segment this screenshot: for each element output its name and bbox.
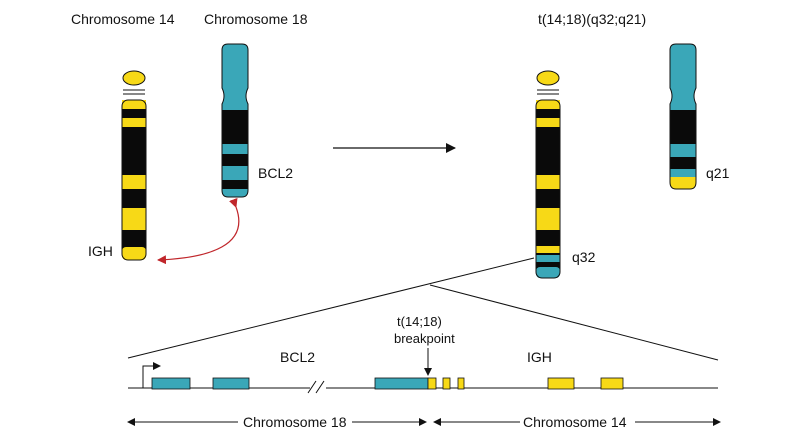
zoom-bcl2-label: BCL2 — [280, 349, 315, 365]
igh-segment — [457, 377, 465, 390]
breakpoint-label-line1: t(14;18) — [397, 314, 442, 329]
chr14-span-label: Chromosome 14 — [523, 414, 627, 430]
q21-label: q21 — [706, 165, 730, 181]
chr18-band — [222, 180, 248, 189]
chr18-span-label: Chromosome 18 — [243, 414, 347, 430]
chr14-outline — [121, 99, 147, 261]
der18-outline — [669, 43, 697, 190]
der14-band — [536, 208, 560, 230]
chromosome-18-title: Chromosome 18 — [204, 11, 308, 27]
chr14-band — [122, 118, 146, 127]
der18-band — [670, 177, 696, 189]
zoom-line-right — [429, 284, 719, 361]
der14-outline — [535, 99, 561, 279]
exchange-arrow-icon — [157, 197, 240, 265]
double-slash-icon — [315, 380, 325, 394]
chr14-band — [122, 247, 146, 260]
zoom-igh-label: IGH — [527, 349, 552, 365]
chr18-band — [222, 154, 248, 166]
chr14-band — [122, 175, 146, 189]
derivative-chromosome-14 — [535, 70, 561, 279]
bcl2-exon — [151, 377, 191, 390]
bent-arrow-icon — [142, 362, 161, 388]
bcl2-exon — [212, 377, 250, 390]
chromosome-14 — [121, 70, 147, 261]
chr14-satellite — [122, 70, 146, 86]
q32-label: q32 — [572, 249, 596, 265]
chr14-band — [122, 208, 146, 230]
igh-segment — [427, 377, 437, 390]
chr18-band — [222, 110, 248, 144]
double-slash-icon — [307, 380, 317, 394]
breakpoint-label-line2: breakpoint — [394, 331, 455, 346]
igh-segment — [442, 377, 451, 390]
chr18-outline — [221, 43, 249, 198]
der14-band — [536, 255, 560, 262]
der14-band — [536, 100, 560, 109]
der14-band — [536, 246, 560, 253]
chromosome-18 — [221, 43, 249, 198]
chr14-band — [122, 100, 146, 109]
igh-label: IGH — [88, 243, 113, 259]
der18-band — [670, 157, 696, 169]
der14-band — [536, 267, 560, 278]
igh-segment — [547, 377, 575, 390]
der14-satellite — [536, 70, 560, 86]
igh-segment — [600, 377, 624, 390]
chromosome-14-title: Chromosome 14 — [71, 11, 175, 27]
derivative-chromosome-18 — [669, 43, 697, 190]
der18-band — [670, 110, 696, 144]
translocation-title: t(14;18)(q32;q21) — [538, 11, 646, 27]
bcl2-label: BCL2 — [258, 165, 293, 181]
der14-band — [536, 118, 560, 127]
bcl2-exon — [374, 377, 429, 390]
zoom-line-left — [127, 257, 535, 359]
der14-band — [536, 175, 560, 189]
